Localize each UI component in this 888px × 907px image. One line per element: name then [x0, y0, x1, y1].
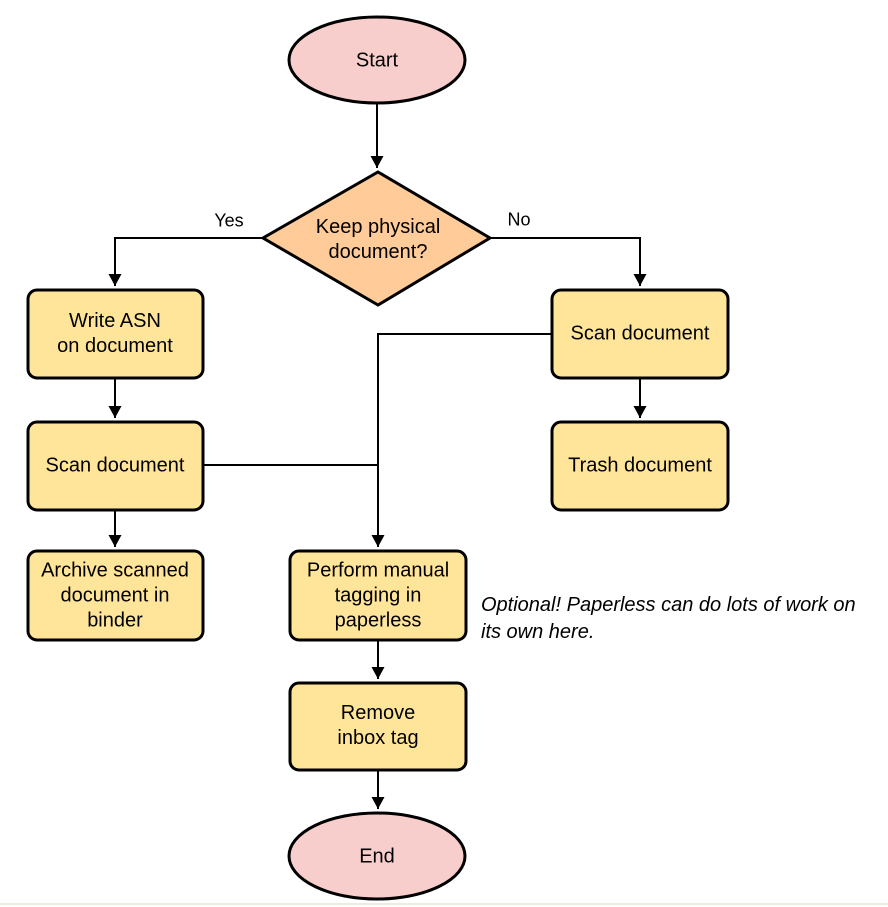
trash-document-node-shape	[550, 420, 730, 512]
decision-node-label: Keep physical document?	[315, 216, 441, 263]
trash-document-node-label: Trash document	[568, 454, 712, 477]
write-asn-node-label: Write ASN on document	[57, 310, 173, 357]
remove-inbox-tag-node-label: Remove inbox tag	[337, 702, 419, 749]
end-node-shape	[287, 811, 467, 901]
edge-decision-yes	[108, 237, 264, 286]
bottom-divider	[0, 903, 888, 905]
decision-node-shape	[260, 170, 493, 307]
edge-decision-no	[489, 237, 647, 286]
manual-tagging-node-label: Perform manual tagging in paperless	[306, 559, 450, 632]
edge-scan-right-to-tagging	[371, 333, 552, 547]
scan-document-left-node-label: Scan document	[45, 454, 185, 477]
edge-label-yes: Yes	[214, 210, 244, 231]
optional-annotation: Optional! Paperless can do lots of work …	[481, 594, 856, 643]
archive-node-shape	[26, 549, 205, 642]
start-node-shape	[287, 15, 467, 105]
archive-node-label: Archive scanned document in binder	[41, 559, 189, 632]
end-node-label: End	[359, 845, 395, 868]
scan-document-right-node-label: Scan document	[570, 322, 710, 345]
edge-label-no: No	[507, 209, 531, 230]
start-node-label: Start	[355, 49, 399, 72]
